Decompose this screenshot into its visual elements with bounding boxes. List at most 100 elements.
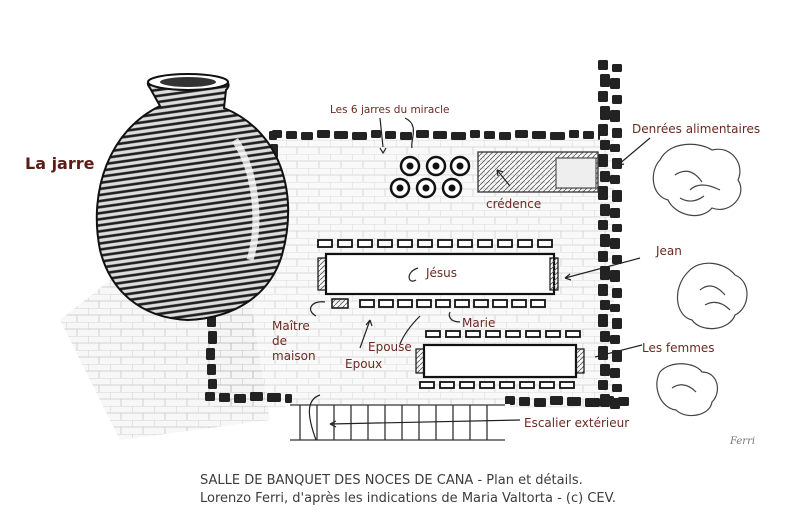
wall-stone	[598, 314, 608, 327]
bench	[437, 239, 453, 248]
wall-stone	[598, 60, 608, 70]
bench	[459, 381, 475, 389]
wall-stone	[317, 130, 330, 138]
womens-table-benches	[419, 330, 581, 389]
wall-stone	[267, 393, 281, 402]
label-master-line2: de	[272, 334, 287, 348]
label-jesus: Jésus	[426, 266, 458, 280]
wall-stone	[433, 131, 447, 139]
jar-opening	[396, 184, 404, 192]
wall-stone	[610, 110, 620, 122]
bench	[525, 330, 541, 338]
wall-stone	[400, 132, 412, 140]
wall-stone	[569, 130, 579, 138]
bench	[317, 239, 333, 248]
wall-stone	[612, 224, 622, 232]
wall-stone	[286, 131, 297, 139]
wall-stone	[610, 208, 620, 218]
large-jar	[95, 73, 290, 322]
wall-stone	[600, 171, 610, 182]
womens-table	[415, 343, 585, 379]
jar-opening	[448, 184, 456, 192]
bench	[539, 381, 555, 389]
wall-stone	[334, 131, 348, 139]
credence-sideboard	[477, 151, 599, 193]
label-groom: Epoux	[345, 357, 383, 371]
wall-stone	[600, 364, 610, 376]
bench	[337, 239, 353, 248]
wall-stone	[612, 288, 622, 298]
wall-stone	[598, 220, 608, 230]
bench	[537, 239, 553, 248]
wall-stone	[532, 131, 546, 139]
bench	[377, 239, 393, 248]
wall-stone	[451, 132, 466, 140]
jar-opening	[432, 162, 440, 170]
wall-stone	[610, 368, 620, 378]
wall-stone	[612, 255, 622, 264]
wall-stone	[610, 144, 620, 152]
wall-stone	[600, 300, 610, 310]
bench	[530, 299, 546, 308]
wall-stone	[598, 154, 608, 167]
bench	[485, 330, 501, 338]
wall-stone	[600, 106, 610, 120]
wall-stone	[598, 284, 608, 296]
wall-stone	[515, 130, 528, 138]
wall-stone	[600, 140, 610, 150]
tree-bottom	[656, 363, 719, 417]
wall-stone	[567, 397, 581, 406]
wall-stone	[612, 190, 622, 202]
label-credence: crédence	[486, 197, 542, 211]
label-food-supplies: Denrées alimentaires	[632, 122, 761, 136]
right-wall	[598, 60, 622, 409]
bench	[445, 330, 461, 338]
wall-stone	[234, 394, 246, 403]
bench	[397, 239, 413, 248]
bench	[479, 381, 495, 389]
wall-stone	[618, 397, 629, 406]
label-jar: La jarre	[25, 154, 95, 173]
wall-stone	[600, 394, 610, 407]
main-table-benches-top	[317, 239, 553, 248]
bench	[435, 299, 451, 308]
bench	[417, 239, 433, 248]
bench	[477, 239, 493, 248]
wall-stone	[519, 397, 530, 406]
label-staircase: Escalier extérieur	[524, 416, 630, 430]
wall-stone	[208, 379, 217, 389]
tree-top	[652, 143, 742, 217]
bench	[545, 330, 561, 338]
wall-stone	[550, 132, 565, 140]
tree-middle	[676, 262, 748, 330]
bench	[419, 381, 435, 389]
wall-stone	[600, 204, 610, 216]
wall-stone	[600, 331, 610, 342]
bench	[505, 330, 521, 338]
bench	[559, 381, 575, 389]
label-women: Les femmes	[642, 341, 715, 355]
bench	[439, 381, 455, 389]
main-table-benches-bottom	[331, 298, 546, 309]
main-table	[317, 252, 559, 296]
wall-stone	[600, 266, 610, 280]
wall-stone	[598, 91, 608, 102]
wall-stone	[470, 130, 480, 138]
wall-stone	[598, 251, 608, 262]
wall-stone	[612, 158, 622, 169]
wall-stone	[610, 335, 620, 344]
bench	[499, 381, 515, 389]
wall-stone	[612, 128, 622, 138]
wall-stone	[612, 350, 622, 362]
wall-stone	[219, 393, 230, 402]
bench	[473, 299, 489, 308]
wall-stone	[610, 398, 620, 409]
bench	[565, 330, 581, 338]
wall-stone	[352, 132, 367, 140]
bench	[511, 299, 527, 308]
wall-stone	[585, 398, 600, 407]
bench	[359, 299, 375, 308]
wall-stone	[598, 380, 608, 390]
